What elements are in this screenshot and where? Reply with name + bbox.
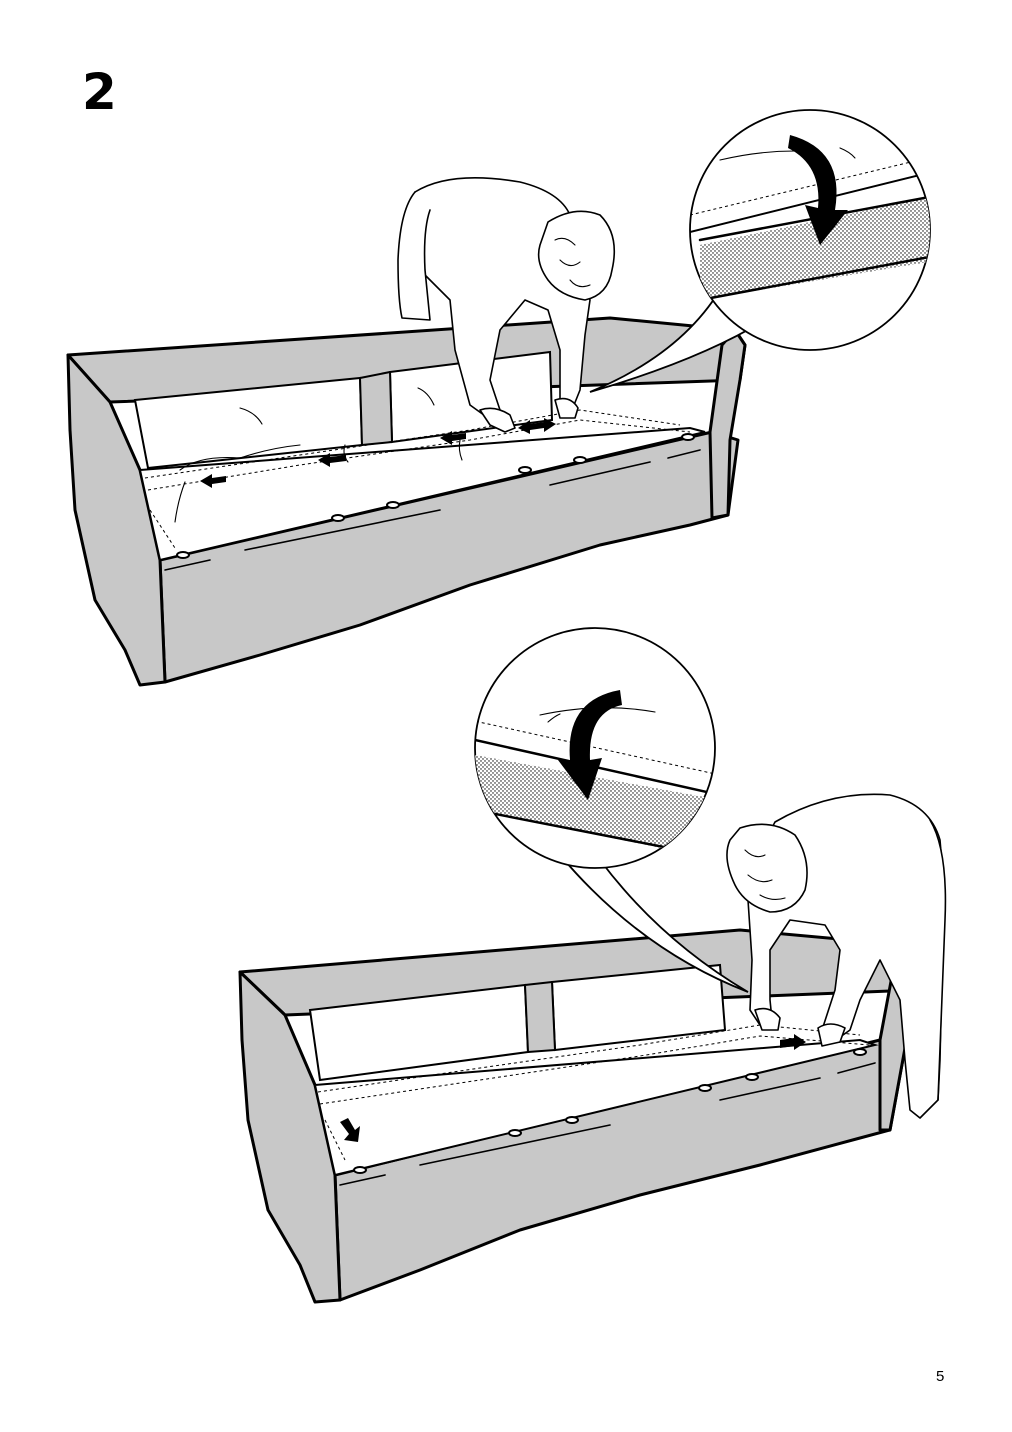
- step-number: 2: [82, 63, 117, 121]
- bottom-person: [726, 793, 947, 1119]
- bottom-detail-bubble: [474, 627, 749, 993]
- top-detail-bubble: [589, 109, 931, 393]
- bottom-sofa: [238, 928, 922, 1304]
- top-sofa: [66, 316, 747, 687]
- page-number: 5: [936, 1368, 945, 1385]
- top-person: [397, 176, 616, 433]
